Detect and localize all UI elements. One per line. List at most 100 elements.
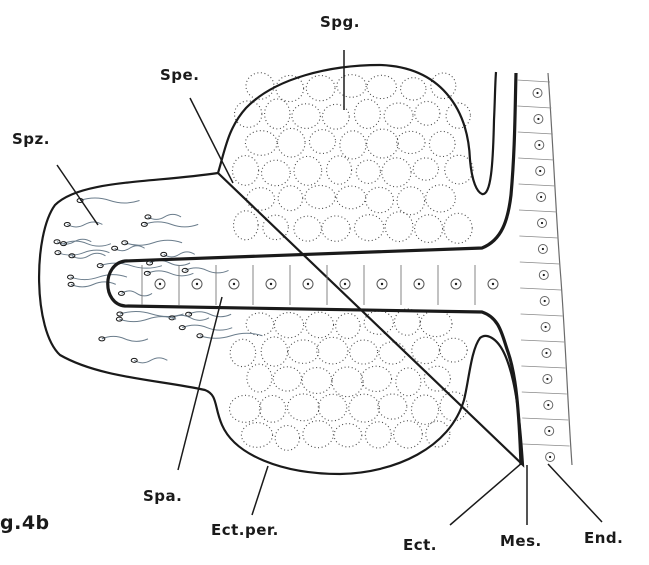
leader-spa <box>178 297 222 470</box>
spermatogonium-cell <box>241 423 272 448</box>
spermatogonium-cell <box>412 395 439 424</box>
spermatogonium-cell <box>278 128 306 157</box>
axis-cell-nucleolus <box>159 283 161 285</box>
spermatogonium-cell <box>245 131 277 156</box>
endoderm-cell-wall <box>517 106 551 108</box>
endoderm-cell-wall <box>520 288 561 290</box>
spermatogonium-cell <box>367 129 398 158</box>
endoderm-cell-wall <box>520 262 560 264</box>
endoderm-cell-wall <box>523 444 570 446</box>
spermatogonium-cell <box>356 160 380 183</box>
endoderm-outline <box>548 73 572 465</box>
spermatozoon-tail <box>200 333 263 338</box>
label-spe: Spe. <box>160 66 199 84</box>
spermatogonium-cell <box>397 187 425 215</box>
mesoderm-lining <box>108 73 521 465</box>
spermatogonium-cell <box>306 75 335 100</box>
spermatogonium-cell <box>424 366 450 391</box>
spermatogonium-cell <box>309 130 335 154</box>
spermatogonium-cell <box>365 422 391 448</box>
spermatogonium-cell <box>337 75 366 98</box>
endoderm-cell-nucleolus <box>547 404 549 406</box>
spermatogonium-cell <box>332 367 363 397</box>
spermatozoon-tail <box>148 214 181 219</box>
spermatogonium-cell <box>278 186 303 211</box>
spermatogonium-cell <box>431 73 456 99</box>
spermatogonium-cell <box>305 185 335 208</box>
spermatogonium-cell <box>444 213 472 243</box>
spermatogonium-cell <box>265 99 290 129</box>
endoderm-cell-nucleolus <box>545 352 547 354</box>
axis-cell-nucleolus <box>381 283 383 285</box>
spermatogonium-cell <box>382 158 411 187</box>
spermatozoon-tail <box>144 222 198 227</box>
spermatozoon-tail <box>147 271 193 276</box>
spermatogonium-cell <box>273 367 301 391</box>
axis-cell-nucleolus <box>344 283 346 285</box>
spermatogonium-cell <box>230 339 255 366</box>
spermatozoon-head <box>161 252 167 256</box>
spermatogonium-cell <box>318 394 346 421</box>
endoderm-cell-wall <box>518 158 554 160</box>
spermatogonium-cell <box>361 366 391 391</box>
spermatogonium-cell <box>379 342 406 364</box>
spermatogonium-cell <box>322 216 350 241</box>
endoderm-cell-nucleolus <box>545 326 547 328</box>
spermatogonium-cell <box>292 104 320 129</box>
spermatozoon-tail <box>115 246 145 251</box>
spermatogonia-cells <box>229 73 473 451</box>
endoderm-cell-wall <box>518 132 553 134</box>
endoderm-cell-nucleolus <box>544 300 546 302</box>
endoderm-cell-nucleolus <box>537 118 539 120</box>
spermatogonium-cell <box>378 394 407 419</box>
spermatogonium-cell <box>246 313 274 336</box>
spermatogonium-cell <box>420 310 452 336</box>
axis-cell-nucleolus <box>492 283 494 285</box>
spermatozoon-tail <box>185 268 228 273</box>
spermatogonium-cell <box>366 187 394 212</box>
leader-ect-per <box>252 466 268 515</box>
spermatogonium-cell <box>234 211 259 240</box>
spermatogonium-cell <box>259 395 285 422</box>
spermatogonium-cell <box>288 340 319 363</box>
spermatogonium-cell <box>247 364 272 392</box>
endoderm-cells <box>517 80 570 462</box>
spermatogonium-cell <box>262 160 291 186</box>
axis-cell-nucleolus <box>196 283 198 285</box>
leader-end <box>548 464 602 522</box>
spermatogonium-cell <box>294 216 322 241</box>
spermatogonium-cell <box>302 368 332 394</box>
endoderm-cell-nucleolus <box>548 430 550 432</box>
spermatogonium-cell <box>322 104 349 129</box>
spermatozoon-tail <box>72 253 106 258</box>
spermatogonium-cell <box>413 158 438 180</box>
label-spa: Spa. <box>143 487 182 505</box>
endoderm-cell-nucleolus <box>546 378 548 380</box>
spermatogonium-cell <box>412 337 440 363</box>
endoderm-cell-nucleolus <box>540 196 542 198</box>
endoderm-cell-nucleolus <box>541 222 543 224</box>
spermatozoon-tail <box>119 317 176 322</box>
spermatogonium-cell <box>415 101 440 125</box>
spermatogonium-cell <box>340 131 366 159</box>
endoderm-cell-nucleolus <box>543 274 545 276</box>
spermatogonium-cell <box>440 392 468 421</box>
spermatogonium-cell <box>445 155 473 184</box>
spermatogonium-cell <box>350 340 378 364</box>
spermatogonium-cell <box>274 313 303 338</box>
spermatogonium-cell <box>354 99 380 128</box>
spermatogonium-cell <box>367 75 396 98</box>
spermatogonium-cell <box>247 188 275 210</box>
spermatogonium-cell <box>261 337 287 366</box>
spermatogonium-cell <box>396 368 421 396</box>
spermatogonium-cell <box>394 421 423 448</box>
spermatogonium-cell <box>306 312 334 338</box>
spermatogonium-cell <box>317 337 348 364</box>
endoderm-cell-wall <box>521 314 563 316</box>
spermatogonium-cell <box>426 185 456 212</box>
spermatogonium-cell <box>429 131 455 156</box>
spermatozoon-tail <box>182 325 232 330</box>
spermatozoon-tail <box>70 275 126 280</box>
spermatozoon-tail <box>134 358 167 363</box>
